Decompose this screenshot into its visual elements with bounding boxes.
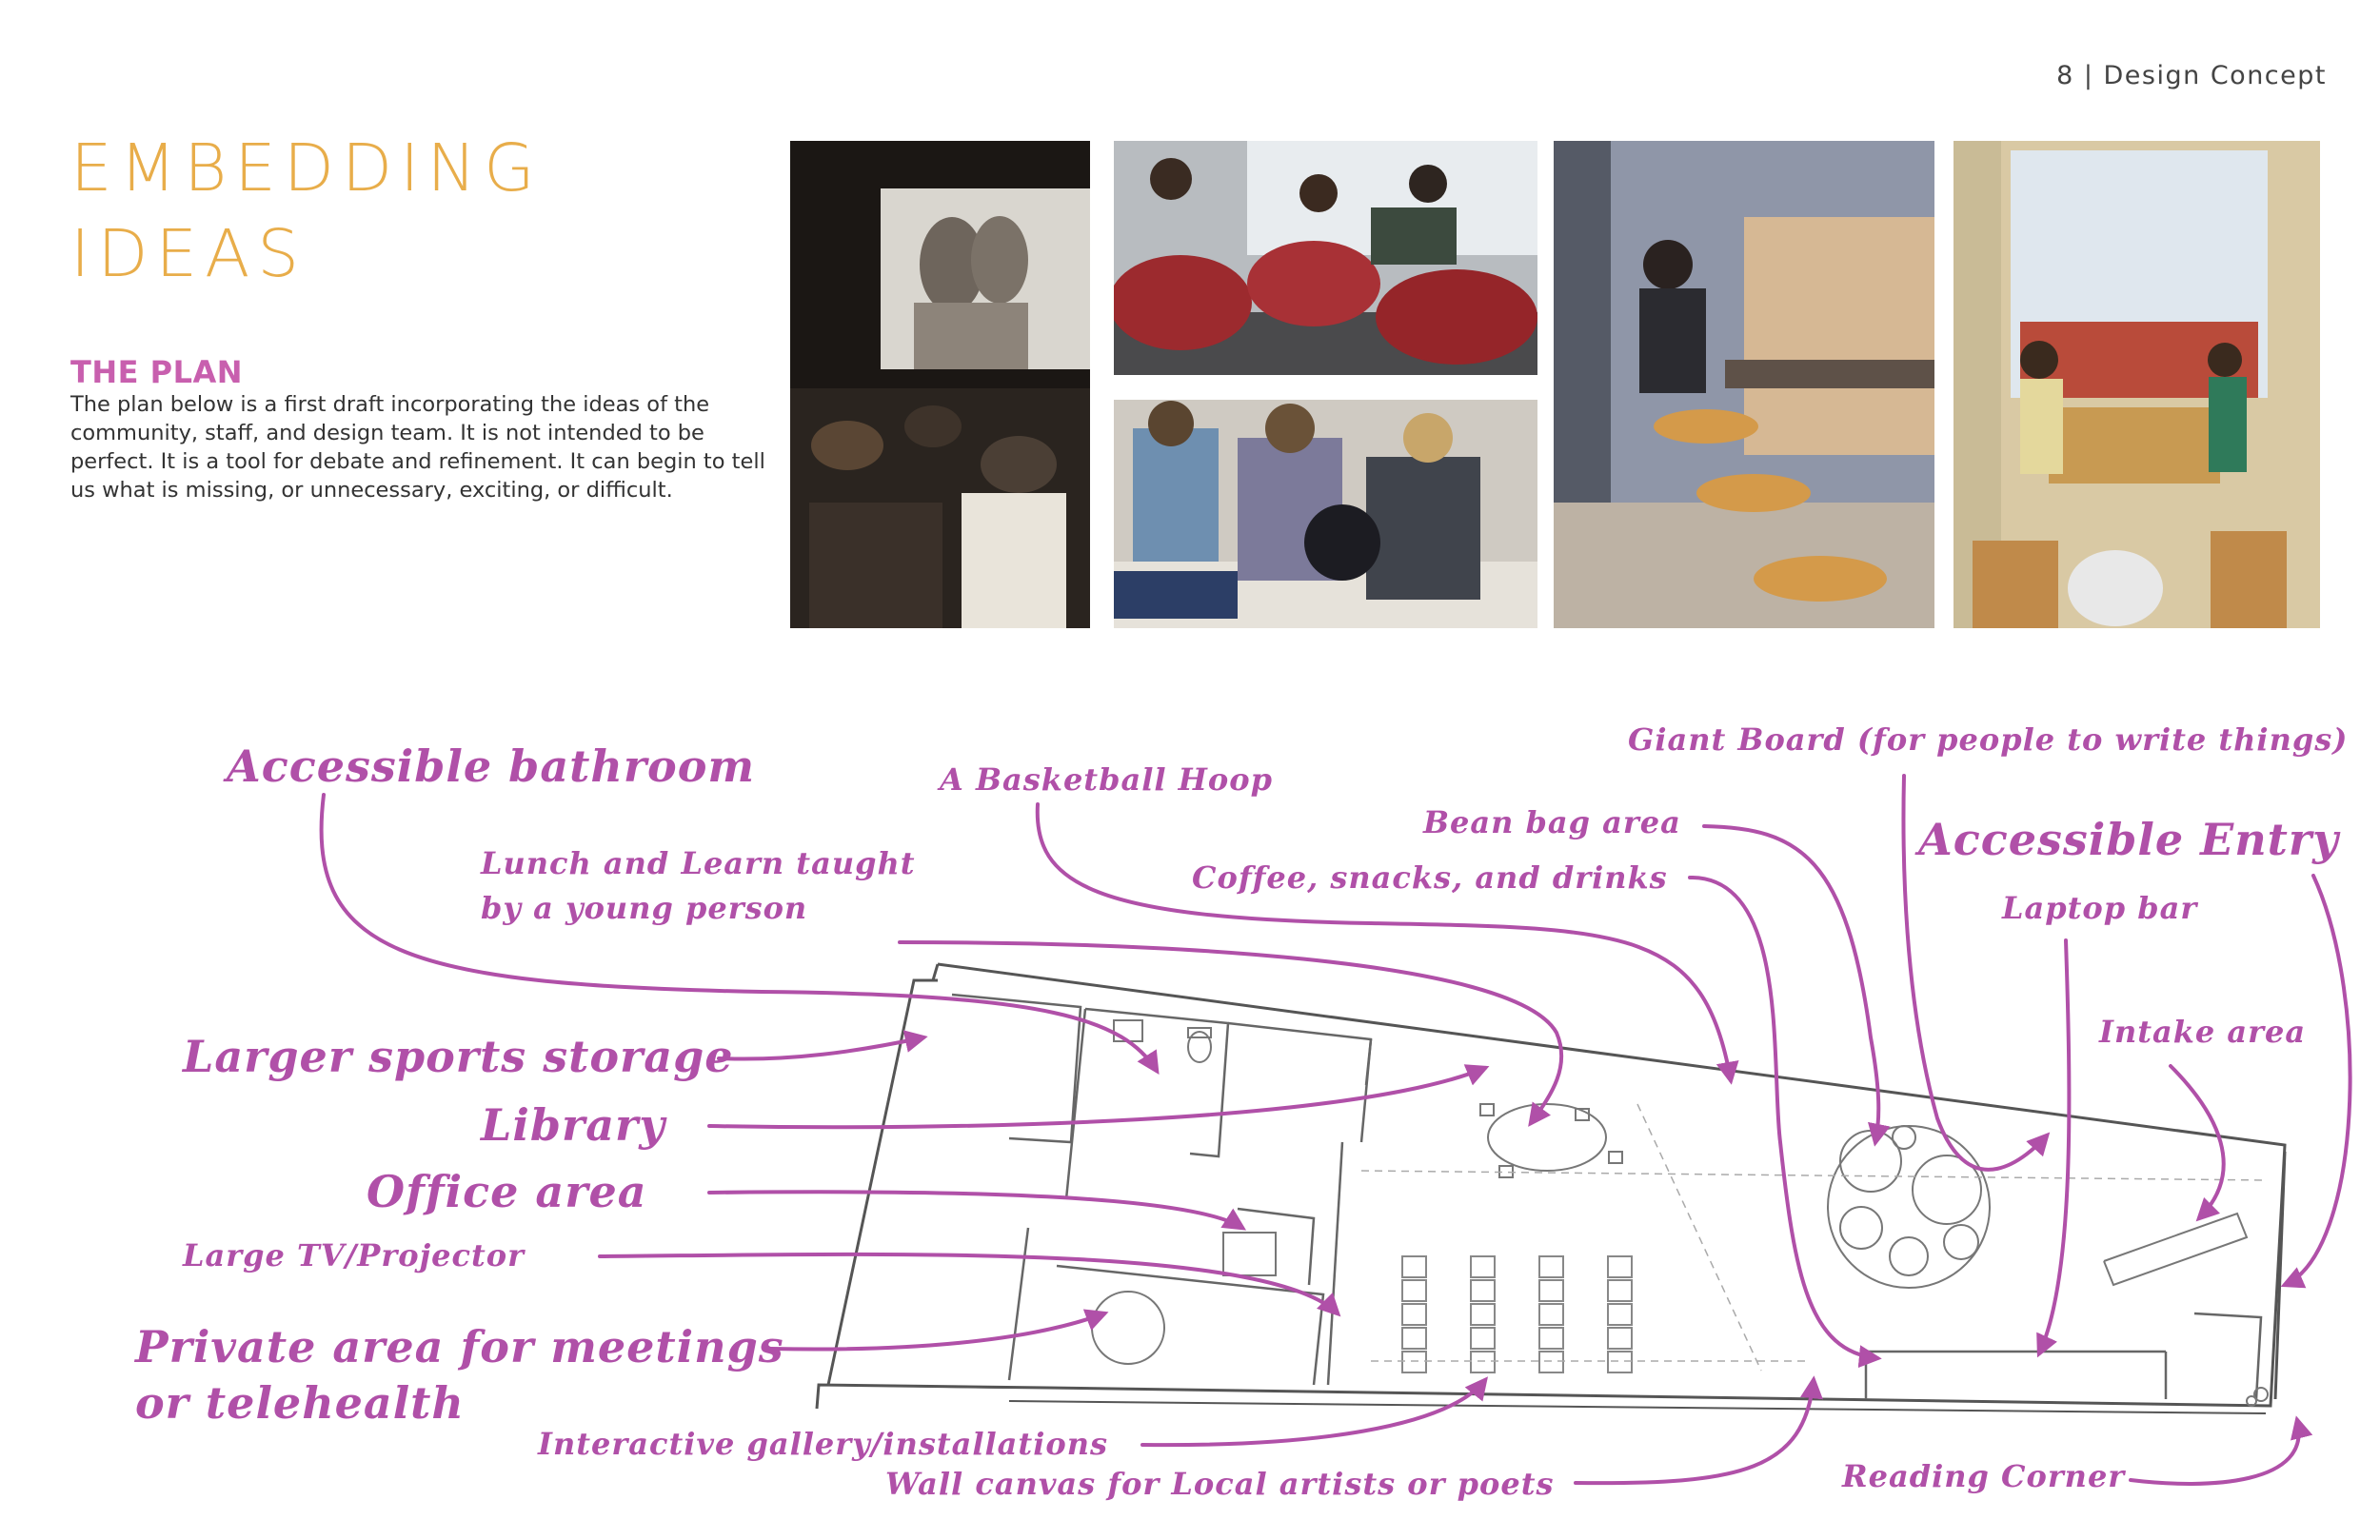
label-library: Library (481, 1099, 665, 1151)
plan-fixtures (1091, 1019, 2269, 1407)
label-accessible-bathroom: Accessible bathroom (227, 740, 756, 792)
label-laptop-bar: Laptop bar (2002, 890, 2198, 926)
photo-bean-bags (1114, 141, 1537, 375)
label-lunch-learn-1: Lunch and Learn taught (481, 845, 916, 881)
photo-kids-foosball (1954, 141, 2320, 628)
plan-description: The plan below is a first draft incorpor… (70, 392, 765, 503)
label-intake-area: Intake area (2099, 1014, 2307, 1050)
label-large-tv: Large TV/Projector (183, 1237, 525, 1273)
label-office-area: Office area (367, 1166, 647, 1217)
page-title: EMBEDDING IDEAS (70, 126, 543, 297)
label-reading-corner: Reading Corner (1842, 1458, 2126, 1494)
photo-laptop-bar (1554, 141, 1934, 628)
plan-dashed-lines (1360, 1103, 2267, 1372)
page-number: 8 | Design Concept (2056, 61, 2327, 90)
label-interactive-gallery: Interactive gallery/installations (538, 1426, 1108, 1462)
plan-seating (1401, 1255, 1633, 1373)
label-wall-canvas: Wall canvas for Local artists or poets (885, 1466, 1555, 1502)
floor-plan (319, 774, 2352, 1486)
label-sports-storage: Larger sports storage (183, 1031, 734, 1082)
label-private-area-1: Private area for meetings (135, 1321, 784, 1372)
label-accessible-entry: Accessible Entry (1918, 814, 2339, 865)
plan-heading: THE PLAN (70, 354, 243, 390)
label-basketball-hoop: A Basketball Hoop (940, 761, 1273, 798)
annotation-arrows (319, 774, 2352, 1486)
label-bean-bag-area: Bean bag area (1423, 804, 1681, 840)
label-giant-board: Giant Board (for people to write things) (1628, 721, 2349, 758)
title-line-1: EMBEDDING (70, 130, 543, 207)
title-line-2: IDEAS (70, 216, 307, 292)
photo-screening (790, 141, 1090, 628)
label-lunch-learn-2: by a young person (481, 890, 808, 926)
photo-floor-cushions (1114, 400, 1537, 628)
label-private-area-2: or telehealth (135, 1377, 465, 1429)
label-coffee-snacks: Coffee, snacks, and drinks (1192, 859, 1668, 896)
plan-walls (815, 962, 2287, 1414)
